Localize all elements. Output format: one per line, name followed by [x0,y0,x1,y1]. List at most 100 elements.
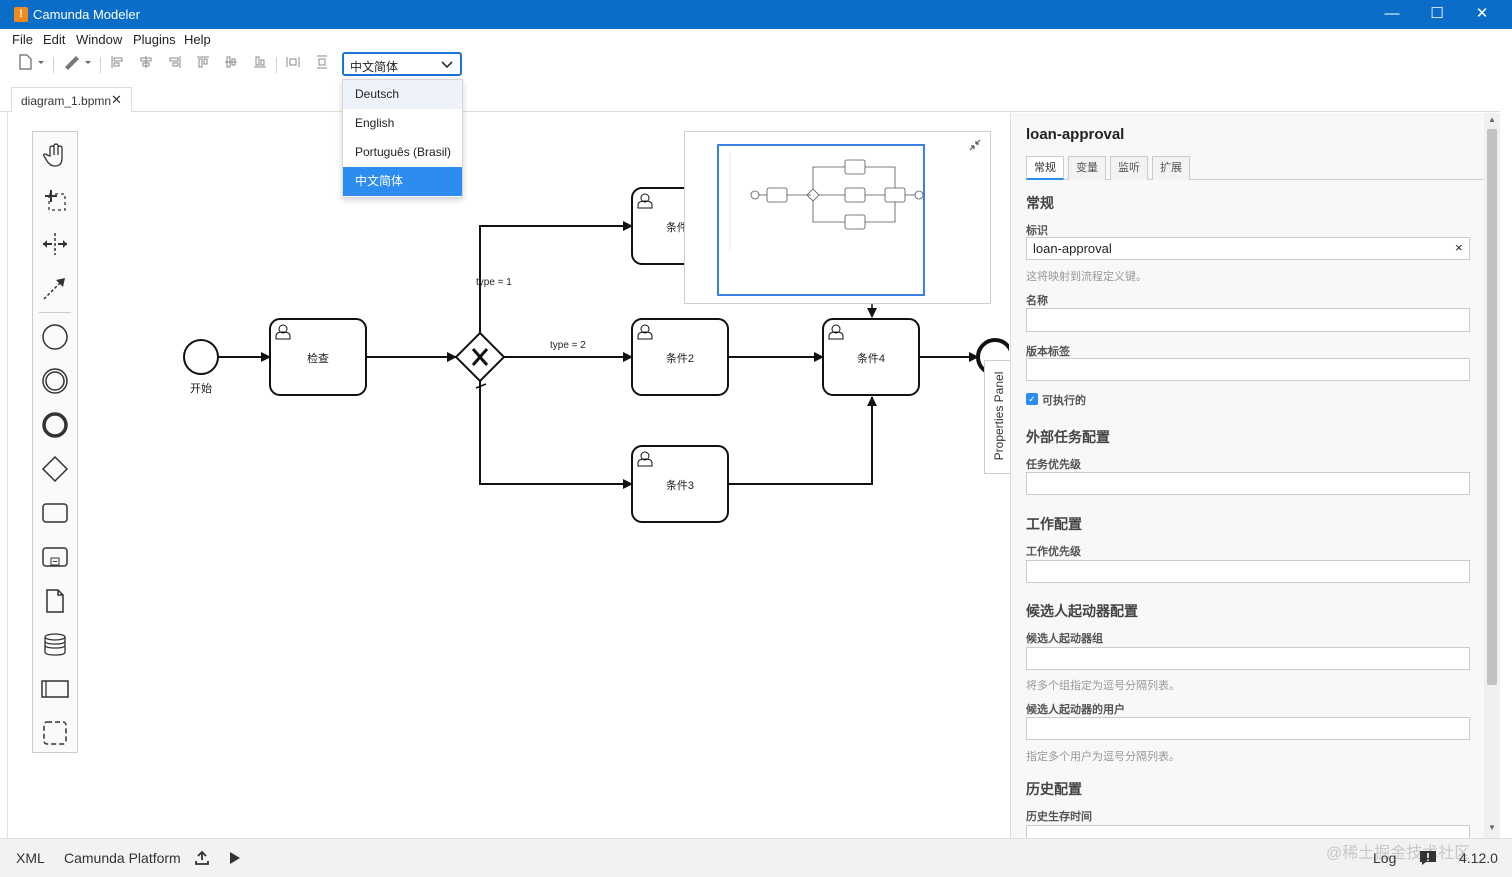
history-ttl-label: 历史生存时间 [1026,811,1092,823]
section-external-task: 外部任务配置 [1026,429,1110,445]
xml-button[interactable]: XML [16,850,45,866]
candidate-groups-input[interactable] [1026,647,1470,670]
properties-title: loan-approval [1026,126,1125,143]
file-tabs: diagram_1.bpmn ✕ [0,81,1512,113]
language-option-chinese[interactable]: 中文简体 [343,167,462,196]
edit-tool-button[interactable] [60,54,94,76]
align-middle-icon [225,56,237,68]
task-icon [42,503,68,523]
task-cond3-label: 条件3 [665,480,695,492]
start-event-icon [42,324,68,350]
user-task-icon [637,324,653,340]
align-middle-button[interactable] [222,54,240,76]
flow-type1[interactable] [479,221,633,333]
history-ttl-input[interactable] [1026,825,1470,838]
platform-selector[interactable]: Camunda Platform [64,850,181,866]
create-end-event[interactable] [33,405,77,445]
distribute-horizontal-button[interactable] [284,54,302,76]
deploy-icon[interactable] [195,850,209,866]
menu-file[interactable]: File [12,32,33,47]
minimap-viewport[interactable] [717,144,925,296]
task-cond4-label: 条件4 [856,353,886,365]
scroll-down-icon[interactable]: ▼ [1488,823,1496,832]
language-select[interactable]: 中文简体 [342,52,462,76]
create-group[interactable] [33,713,77,753]
align-bottom-button[interactable] [251,54,269,76]
scroll-up-icon[interactable]: ▲ [1488,115,1496,124]
hand-tool[interactable] [33,136,77,176]
title-bar: ! Camunda Modeler — ☐ ✕ [0,0,1512,29]
create-pool[interactable] [33,669,77,709]
start-event[interactable] [183,339,219,375]
pool-icon [41,680,69,698]
close-tab-icon[interactable]: ✕ [111,92,122,107]
name-input[interactable] [1026,308,1470,332]
create-gateway[interactable] [33,449,77,489]
language-option-english[interactable]: English [355,116,395,130]
toolbar [0,51,1512,79]
job-priority-input[interactable] [1026,560,1470,583]
menu-plugins[interactable]: Plugins [133,32,176,47]
align-center-button[interactable] [137,54,155,76]
id-label: 标识 [1026,225,1048,237]
minimize-button[interactable]: — [1384,5,1400,22]
distribute-vertical-button[interactable] [313,54,331,76]
align-left-button[interactable] [108,54,126,76]
flow-cond3-cond4[interactable] [728,396,877,485]
create-intermediate-event[interactable] [33,361,77,401]
task-check-label: 检查 [307,353,329,365]
job-priority-label: 工作优先级 [1026,546,1081,558]
version-input[interactable] [1026,358,1470,381]
watermark: @稀土掘金技术社区 [1326,845,1471,862]
create-start-event[interactable] [33,317,77,357]
id-input[interactable]: loan-approval [1026,237,1470,260]
executable-checkbox[interactable]: ✓ [1026,393,1038,405]
menu-window[interactable]: Window [76,32,123,47]
clear-id-icon[interactable]: × [1455,240,1463,255]
tab-listeners[interactable]: 监听 [1110,156,1148,180]
task-cond3[interactable] [631,445,729,523]
menu-edit[interactable]: Edit [43,32,66,47]
language-option-deutsch[interactable]: Deutsch [343,80,462,109]
start-instance-icon[interactable] [229,851,241,865]
lasso-tool[interactable] [33,180,77,220]
align-top-button[interactable] [194,54,212,76]
status-bar: XML Camunda Platform @稀土掘金技术社区 Log 4.12.… [0,838,1512,877]
menu-help[interactable]: Help [184,32,211,47]
notifications-icon[interactable] [1419,850,1437,866]
distribute-vertical-icon [317,55,327,69]
brush-icon [65,56,91,70]
create-data-store[interactable] [33,625,77,665]
properties-panel-toggle-label: Properties Panel [992,371,1006,461]
properties-panel: loan-approval 常规 变量 监听 扩展 常规 标识 loan-app… [1010,113,1484,838]
align-right-button[interactable] [166,54,184,76]
section-job: 工作配置 [1026,516,1082,532]
create-data-object[interactable] [33,581,77,621]
close-window-button[interactable]: ✕ [1475,5,1489,22]
task-check[interactable] [269,318,367,396]
space-tool[interactable] [33,224,77,264]
log-button[interactable]: Log [1373,850,1397,866]
candidate-users-input[interactable] [1026,717,1470,740]
properties-panel-toggle[interactable]: Properties Panel [984,360,1010,474]
create-task[interactable] [33,493,77,533]
task-cond4[interactable] [822,318,920,396]
tab-variables[interactable]: 变量 [1068,156,1106,180]
distribute-horizontal-icon [286,57,300,67]
minimap-toggle-icon[interactable] [968,138,982,152]
tab-extensions[interactable]: 扩展 [1152,156,1190,180]
version-label: 4.12.0 [1459,850,1498,866]
tab-diagram[interactable]: diagram_1.bpmn ✕ [11,87,132,113]
task-priority-input[interactable] [1026,472,1470,495]
task-cond2[interactable] [631,318,729,396]
properties-scrollbar[interactable]: ▲ ▼ [1484,113,1500,838]
minimap[interactable] [684,131,991,304]
flow-default[interactable] [479,381,633,489]
create-subprocess[interactable] [33,537,77,577]
tab-general[interactable]: 常规 [1026,156,1064,180]
language-option-portuguese[interactable]: Português (Brasil) [355,145,452,159]
connect-tool[interactable] [33,268,77,308]
maximize-button[interactable]: ☐ [1430,5,1444,22]
new-file-button[interactable] [14,54,48,76]
scrollbar-thumb[interactable] [1487,129,1497,685]
